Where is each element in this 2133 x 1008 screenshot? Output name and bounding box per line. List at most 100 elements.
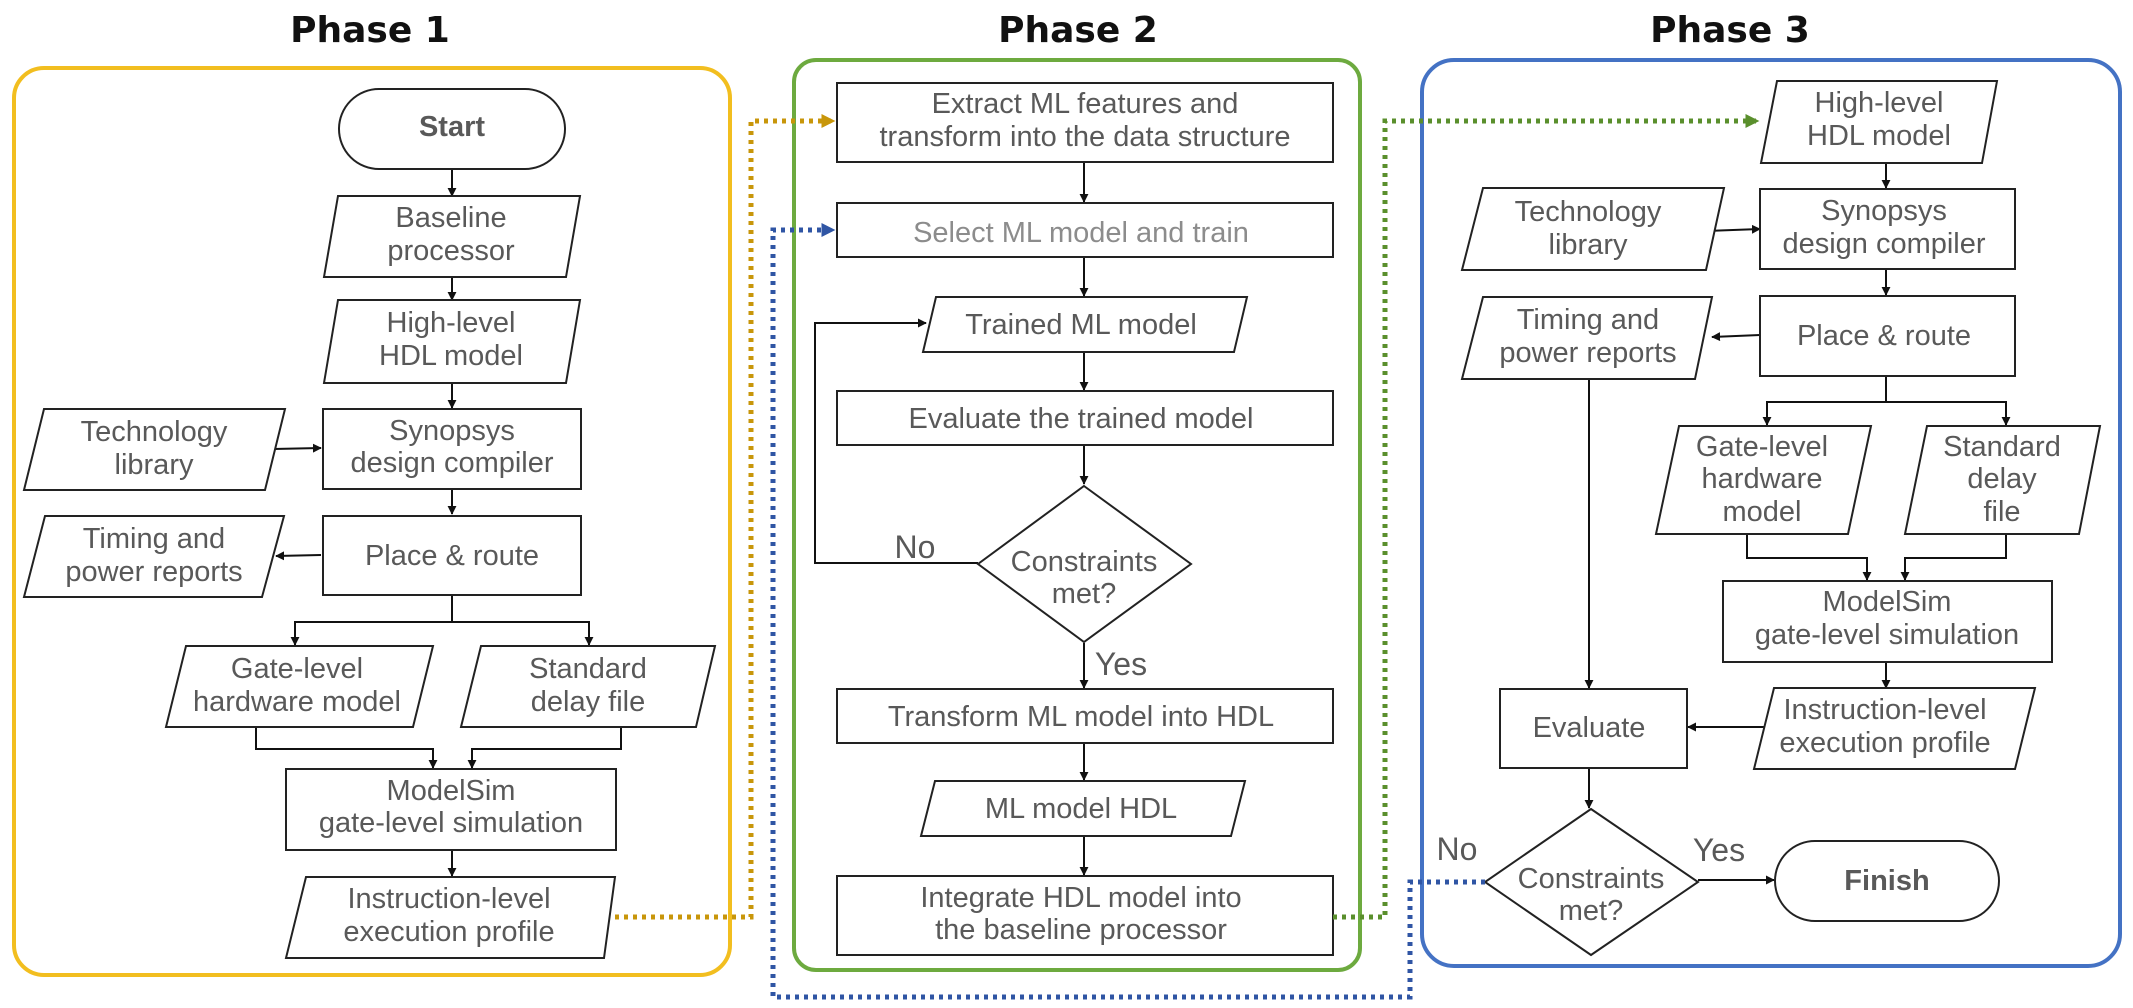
p3-dc-line1: Synopsys xyxy=(1821,195,1947,227)
p1-timing-reports: Timing and power reports xyxy=(22,515,286,598)
p2-select-label: Select ML model and train xyxy=(913,217,1249,249)
p2-mlhdl-label: ML model HDL xyxy=(985,793,1177,825)
p1-gate-line1: Gate-level xyxy=(231,653,363,685)
p2-decision: Constraints met? xyxy=(976,484,1193,644)
p1-design-compiler: Synopsys design compiler xyxy=(322,408,582,490)
p1-timing-line1: Timing and xyxy=(83,523,225,555)
p2-no-label: No xyxy=(895,529,936,565)
p1-start-label: Start xyxy=(419,111,485,143)
p1-hdl-line1: High-level xyxy=(387,307,516,339)
p2-ml-model-hdl: ML model HDL xyxy=(919,780,1247,837)
p2-extract-line1: Extract ML features and xyxy=(932,88,1239,120)
phase-3-container xyxy=(1420,58,2122,968)
p2-evaluate-label: Evaluate the trained model xyxy=(909,403,1254,435)
p1-baseline-processor: Baseline processor xyxy=(322,195,582,278)
p3-finish-label: Finish xyxy=(1844,865,1929,897)
p1-modelsim-line1: ModelSim xyxy=(387,775,516,807)
p3-execution-profile: Instruction-level execution profile xyxy=(1752,687,2037,770)
p1-dc-line1: Synopsys xyxy=(389,415,515,447)
p2-integrate-line1: Integrate HDL model into xyxy=(920,882,1241,914)
p3-no-label: No xyxy=(1437,831,1478,867)
p3-tech-line2: library xyxy=(1549,229,1628,261)
p3-dc-line2: design compiler xyxy=(1782,228,1985,260)
p3-modelsim: ModelSim gate-level simulation xyxy=(1722,580,2053,663)
p1-dc-line2: design compiler xyxy=(350,447,553,479)
p2-decision-line2: met? xyxy=(1052,578,1116,610)
p3-high-level-hdl: High-level HDL model xyxy=(1759,80,1999,164)
p2-yes-label: Yes xyxy=(1095,646,1147,682)
p1-hdl-line2: HDL model xyxy=(379,340,523,372)
p2-integrate-line2: the baseline processor xyxy=(935,914,1227,946)
p1-place-route: Place & route xyxy=(322,515,582,596)
p2-evaluate-model: Evaluate the trained model xyxy=(836,390,1334,446)
p1-high-level-hdl: High-level HDL model xyxy=(322,299,582,384)
p3-decision-line2: met? xyxy=(1559,895,1623,927)
p3-hdl-line2: HDL model xyxy=(1807,120,1951,152)
p1-sdf-line2: delay file xyxy=(531,686,645,718)
p2-trained-label: Trained ML model xyxy=(965,309,1197,341)
p1-gate-line2: hardware model xyxy=(193,686,401,718)
p1-tech-line1: Technology xyxy=(81,416,228,448)
p3-finish: Finish xyxy=(1774,840,2000,922)
p3-hdl-line1: High-level xyxy=(1815,87,1944,119)
p1-execution-profile: Instruction-level execution profile xyxy=(284,876,617,959)
p3-tech-line1: Technology xyxy=(1515,196,1662,228)
retrain-feedback-connector xyxy=(770,223,1485,1000)
p1-profile-line1: Instruction-level xyxy=(347,883,550,915)
phase-2-connectors xyxy=(814,162,1089,876)
phase-2-container xyxy=(792,58,1362,972)
p2-transform-to-hdl: Transform ML model into HDL xyxy=(836,688,1334,744)
phase1-to-phase2-connector xyxy=(615,114,836,920)
p1-gate-level-model: Gate-level hardware model xyxy=(164,645,435,728)
p3-place-route: Place & route xyxy=(1759,295,2016,377)
p1-modelsim: ModelSim gate-level simulation xyxy=(285,768,617,851)
p3-design-compiler: Synopsys design compiler xyxy=(1759,188,2016,270)
p1-baseline-line1: Baseline xyxy=(395,202,506,234)
phase2-to-phase3-connector xyxy=(1333,114,1760,920)
p3-sdf-line2: delay xyxy=(1967,463,2037,495)
p3-tech-library: Technology library xyxy=(1460,187,1726,271)
p1-start: Start xyxy=(338,88,566,170)
p3-evaluate: Evaluate xyxy=(1499,688,1688,769)
phase-1-container xyxy=(12,66,732,977)
p1-modelsim-line2: gate-level simulation xyxy=(319,807,583,839)
p3-gate-level-model: Gate-level hardware model xyxy=(1654,425,1873,535)
p2-extract-line2: transform into the data structure xyxy=(879,121,1290,153)
p1-baseline-line2: processor xyxy=(387,235,515,267)
p1-sdf-line1: Standard xyxy=(529,653,647,685)
p2-integrate-hdl: Integrate HDL model into the baseline pr… xyxy=(836,875,1334,956)
p3-decision-line1: Constraints xyxy=(1518,863,1665,895)
p3-standard-delay-file: Standard delay file xyxy=(1903,425,2102,535)
p3-modelsim-line2: gate-level simulation xyxy=(1755,619,2019,651)
p3-pr-label: Place & route xyxy=(1797,320,1971,352)
phase-1-title: Phase 1 xyxy=(290,10,450,51)
phase-3-connectors xyxy=(1584,163,2011,885)
p3-gate-line3: model xyxy=(1723,496,1802,528)
p3-gate-line2: hardware xyxy=(1702,463,1823,495)
p3-modelsim-line1: ModelSim xyxy=(1823,586,1952,618)
p2-extract-features: Extract ML features and transform into t… xyxy=(836,82,1334,163)
p3-timing-reports: Timing and power reports xyxy=(1460,296,1714,380)
p2-trained-model: Trained ML model xyxy=(921,296,1249,353)
phase-2-title: Phase 2 xyxy=(998,10,1158,51)
phase-3-title: Phase 3 xyxy=(1650,10,1810,51)
phase-1-connectors xyxy=(255,170,622,877)
p2-select-model: Select ML model and train xyxy=(836,202,1334,258)
p1-timing-line2: power reports xyxy=(65,556,242,588)
p3-sdf-line3: file xyxy=(1983,496,2020,528)
p3-evaluate-label: Evaluate xyxy=(1533,712,1646,744)
p1-pr-label: Place & route xyxy=(365,540,539,572)
p2-decision-line1: Constraints xyxy=(1011,546,1158,578)
p3-sdf-line1: Standard xyxy=(1943,431,2061,463)
p1-profile-line2: execution profile xyxy=(343,916,554,948)
p1-tech-library: Technology library xyxy=(22,408,287,491)
p3-decision: Constraints met? xyxy=(1483,807,1700,957)
p3-timing-line2: power reports xyxy=(1499,337,1676,369)
p2-transform-label: Transform ML model into HDL xyxy=(888,701,1274,733)
p1-tech-line2: library xyxy=(115,449,194,481)
p3-yes-label: Yes xyxy=(1693,832,1745,868)
p1-standard-delay-file: Standard delay file xyxy=(459,645,717,728)
p3-timing-line1: Timing and xyxy=(1517,304,1659,336)
p3-gate-line1: Gate-level xyxy=(1696,431,1828,463)
